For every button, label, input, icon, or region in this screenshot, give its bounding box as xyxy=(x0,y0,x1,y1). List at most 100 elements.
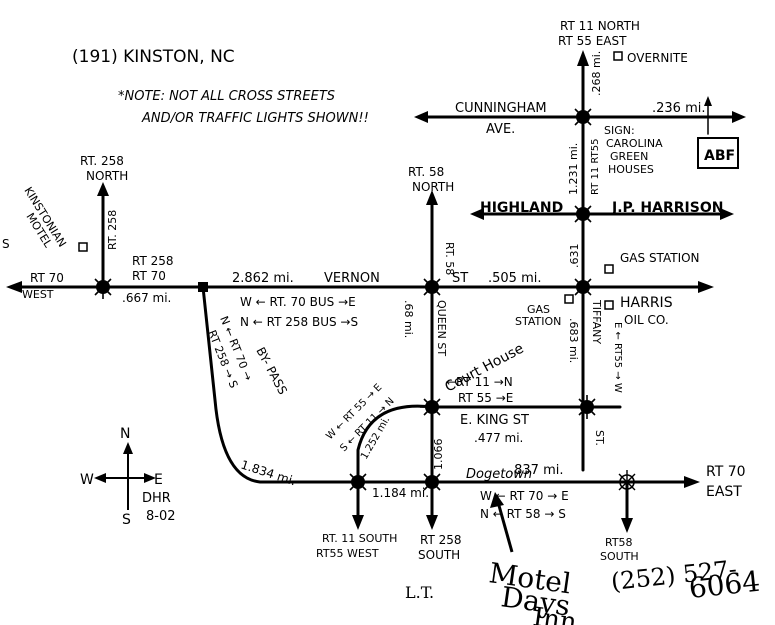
distance-837: .837 mi. xyxy=(510,463,564,478)
author-date: 8-02 xyxy=(146,509,176,524)
distance-667: .667 mi. xyxy=(122,291,171,305)
rt55-east-label: RT 55 EAST xyxy=(558,34,627,48)
arrow-north-icon xyxy=(97,182,109,196)
rt11-north-label: RT 11 NORTH xyxy=(560,19,640,33)
traffic-light-icon xyxy=(420,275,444,299)
overnite-label: OVERNITE xyxy=(627,51,688,65)
rt258-vertical-label: RT. 258 xyxy=(106,210,119,250)
cunningham-label: CUNNINGHAM xyxy=(455,101,547,116)
rt70-west-label-b: WEST xyxy=(22,288,54,301)
cunningham-ave-label: AVE. xyxy=(486,122,515,137)
rt258-rt70-label-b: RT 70 xyxy=(132,269,166,283)
distance-683: .683 mi. xyxy=(567,318,580,363)
distance-236: .236 mi. xyxy=(652,101,706,116)
rt70-bottom-label: W ← RT 70 → E xyxy=(480,489,569,503)
rt11-arrow-label: ←RT 11 →N xyxy=(446,375,513,389)
motel-pointer-arrow xyxy=(490,492,514,553)
arrow-north-icon xyxy=(426,190,438,205)
compass-north: N xyxy=(120,426,130,442)
rt258-south-label-a: RT 258 xyxy=(420,533,462,547)
distance-268: .268 mi. xyxy=(590,51,603,96)
rt58-south-label-b: SOUTH xyxy=(600,550,639,563)
gas-station-marker xyxy=(604,264,614,274)
harris-oil-label: OIL CO. xyxy=(624,313,669,327)
sign-green: GREEN xyxy=(610,150,648,163)
edge-letter: S xyxy=(2,237,10,251)
bypass-junction-marker xyxy=(198,282,208,292)
rt11-vert-label: RT 11 RT55 xyxy=(590,139,601,195)
traffic-light-icon xyxy=(420,395,444,419)
vernon-label: VERNON xyxy=(324,271,380,286)
rt58-north-label-a: RT. 58 xyxy=(408,165,444,179)
sign-label: SIGN: xyxy=(604,124,635,137)
lt-handwritten: L.T. xyxy=(405,583,434,602)
dogetown-label: Dogetown xyxy=(466,467,532,482)
note-line-1: *NOTE: NOT ALL CROSS STREETS xyxy=(118,89,335,104)
distance-1231: 1.231 mi. xyxy=(567,143,580,195)
harris-label: HARRIS xyxy=(620,295,673,311)
note-line-2: AND/OR TRAFFIC LIGHTS SHOWN!! xyxy=(141,111,369,126)
distance-1066: 1.066 xyxy=(432,439,445,471)
rt70-bus-label: W ← RT. 70 BUS →E xyxy=(240,295,356,309)
gas-station-marker-2 xyxy=(564,294,574,304)
map-title: (191) KINSTON, NC xyxy=(72,47,235,67)
gas-label-b: STATION xyxy=(515,315,561,328)
gas-label-a: GAS xyxy=(527,303,550,316)
sign-houses: HOUSES xyxy=(608,163,654,176)
rt58-bottom-label: N ← RT 58 → S xyxy=(480,507,566,521)
distance-477: .477 mi. xyxy=(474,431,523,445)
compass-icon xyxy=(94,442,156,510)
rt258-north-label-a: RT. 258 xyxy=(80,154,124,168)
rt70-east-label-b: EAST xyxy=(706,484,742,500)
bypass-road xyxy=(201,285,434,484)
queen-st-label: QUEEN ST xyxy=(435,300,448,356)
sign-carolina: CAROLINA xyxy=(606,137,663,150)
rt70-east-label-a: RT 70 xyxy=(706,464,746,480)
arrow-south-icon xyxy=(352,515,364,530)
arrow-north-icon xyxy=(704,96,712,106)
distance-2862: 2.862 mi. xyxy=(232,271,294,286)
highland-label: HIGHLAND xyxy=(480,200,563,216)
distance-1834: 1.834 mi. xyxy=(239,458,298,489)
author-initials: DHR xyxy=(142,491,171,506)
rt258-rt70-label-a: RT 258 xyxy=(132,254,174,268)
traffic-light-icon xyxy=(571,202,595,226)
jp-harrison-label: J.P. HARRISON xyxy=(611,200,723,216)
abf-label: ABF xyxy=(704,148,735,164)
bypass-label: BY- PASS xyxy=(253,345,290,397)
st-label: ST. xyxy=(593,430,606,446)
arrow-north-icon xyxy=(577,50,589,66)
traffic-light-icon xyxy=(615,470,639,494)
compass-west: W xyxy=(80,472,94,488)
arrow-west-icon xyxy=(6,281,22,293)
traffic-light-icon xyxy=(91,275,115,299)
rt55-vertical-label: E ← RT55 → W xyxy=(612,322,623,393)
motel-marker xyxy=(78,242,88,252)
rt11-south-label-a: RT. 11 SOUTH xyxy=(322,532,397,545)
distance-68: .68 mi. xyxy=(402,300,415,338)
distance-1184: 1.184 mi. xyxy=(372,486,429,500)
arrow-east-icon xyxy=(698,281,714,293)
arrow-south-icon xyxy=(426,515,438,530)
arrow-west-icon xyxy=(414,111,428,123)
phone-handwritten-b: 6064 xyxy=(687,565,761,605)
rt11-south-loop xyxy=(356,404,434,522)
motel-handwritten-c: Inn xyxy=(531,602,579,625)
traffic-light-icon xyxy=(571,105,595,129)
king-st-label: E. KING ST xyxy=(460,413,529,428)
rt258-south-label-b: SOUTH xyxy=(418,548,460,562)
distance-505: .505 mi. xyxy=(488,271,542,286)
traffic-light-icon xyxy=(420,470,444,494)
rt11-south-label-b: RT55 WEST xyxy=(316,547,379,560)
arrow-east-icon xyxy=(732,111,746,123)
distance-631: .631 xyxy=(568,244,581,269)
abf-box xyxy=(697,137,739,169)
traffic-light-icon xyxy=(346,470,370,494)
rt70-west-label-a: RT 70 xyxy=(30,271,64,285)
rt58-south-label-a: RT58 xyxy=(605,536,633,549)
rt58-north-label-b: NORTH xyxy=(412,180,454,194)
gas-station-label: GAS STATION xyxy=(620,251,700,265)
arrow-east-icon xyxy=(720,208,734,220)
compass-east: E xyxy=(154,472,163,488)
vernon-st-label: ST xyxy=(452,271,468,286)
